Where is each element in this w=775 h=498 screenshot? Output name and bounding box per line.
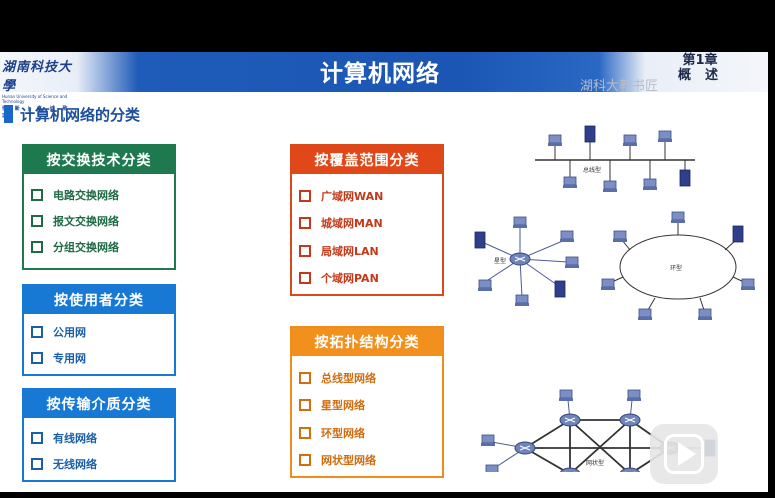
item-label: 局域网LAN bbox=[321, 245, 379, 258]
chapter-name: 概述 bbox=[677, 68, 732, 83]
box-users: 按使用者分类 公用网 专用网 bbox=[22, 284, 176, 376]
list-item: 城域网MAN bbox=[299, 215, 383, 231]
ring-topology: 环型 bbox=[600, 211, 756, 321]
checkbox-icon bbox=[299, 245, 311, 257]
box-switching: 按交换技术分类 电路交换网络 报文交换网络 分组交换网络 bbox=[22, 144, 176, 270]
box-medium-title: 按传输介质分类 bbox=[24, 390, 174, 418]
slide-header: 湖南科技大學 Hunan University of Science and T… bbox=[0, 52, 768, 119]
box-medium: 按传输介质分类 有线网络 无线网络 bbox=[22, 388, 176, 482]
item-label: 网状型网络 bbox=[321, 454, 376, 467]
list-item: 分组交换网络 bbox=[31, 239, 119, 255]
list-item: 环型网络 bbox=[299, 425, 365, 441]
play-frame-icon bbox=[664, 434, 704, 474]
item-label: 环型网络 bbox=[321, 427, 365, 440]
play-icon bbox=[678, 442, 696, 466]
item-label: 城域网MAN bbox=[321, 217, 383, 230]
item-label: 分组交换网络 bbox=[53, 241, 119, 254]
list-item: 电路交换网络 bbox=[31, 187, 119, 203]
checkbox-icon bbox=[31, 458, 43, 470]
checkbox-icon bbox=[299, 272, 311, 284]
bus-topology: 总线型 bbox=[535, 125, 695, 193]
item-label: 专用网 bbox=[53, 352, 86, 365]
checkbox-icon bbox=[31, 241, 43, 253]
checkbox-icon bbox=[31, 432, 43, 444]
university-logo: 湖南科技大學 Hunan University of Science and T… bbox=[2, 56, 82, 119]
item-label: 总线型网络 bbox=[321, 372, 376, 385]
checkbox-icon bbox=[299, 372, 311, 384]
list-item: 报文交换网络 bbox=[31, 213, 119, 229]
box-topology-title: 按拓扑结构分类 bbox=[292, 328, 442, 356]
checkbox-icon bbox=[299, 454, 311, 466]
section-title: 计算机网络的分类 bbox=[20, 105, 141, 124]
item-label: 无线网络 bbox=[53, 458, 97, 471]
list-item: 星型网络 bbox=[299, 397, 365, 413]
topology-diagrams: 总线型 星型 环型 bbox=[474, 125, 756, 472]
list-item: 无线网络 bbox=[31, 456, 97, 472]
item-label: 有线网络 bbox=[53, 432, 97, 445]
mesh-label: 网状型 bbox=[586, 459, 604, 467]
list-item: 局域网LAN bbox=[299, 243, 379, 259]
list-item: 有线网络 bbox=[31, 430, 97, 446]
checkbox-icon bbox=[31, 215, 43, 227]
ring-label: 环型 bbox=[670, 264, 682, 272]
item-label: 电路交换网络 bbox=[53, 189, 119, 202]
chapter-number: 第1章 bbox=[682, 53, 718, 68]
checkbox-icon bbox=[299, 190, 311, 202]
list-item: 专用网 bbox=[31, 350, 86, 366]
checkbox-icon bbox=[31, 326, 43, 338]
box-users-title: 按使用者分类 bbox=[24, 286, 174, 314]
watermark: 湖科大教书匠 bbox=[580, 79, 659, 94]
item-label: 广域网WAN bbox=[321, 190, 384, 203]
star-topology: 星型 bbox=[474, 216, 580, 307]
chapter-label: 第1章 概述 bbox=[668, 53, 732, 83]
list-item: 公用网 bbox=[31, 324, 86, 340]
logo-subtitle: Hunan University of Science and Technolo… bbox=[2, 94, 68, 104]
list-item: 总线型网络 bbox=[299, 370, 376, 386]
checkbox-icon bbox=[31, 352, 43, 364]
slide: 湖南科技大學 Hunan University of Science and T… bbox=[0, 52, 768, 492]
logo-name: 湖南科技大學 bbox=[2, 60, 73, 94]
box-switching-title: 按交换技术分类 bbox=[24, 146, 174, 174]
bus-label: 总线型 bbox=[583, 166, 601, 174]
list-item: 广域网WAN bbox=[299, 188, 383, 204]
item-label: 公用网 bbox=[53, 326, 86, 339]
star-label: 星型 bbox=[494, 257, 506, 265]
item-label: 星型网络 bbox=[321, 399, 365, 412]
checkbox-icon bbox=[299, 427, 311, 439]
box-coverage: 按覆盖范围分类 广域网WAN 城域网MAN 局域网LAN 个域网PAN bbox=[290, 144, 444, 296]
course-title: 计算机网络 bbox=[320, 61, 440, 87]
list-item: 网状型网络 bbox=[299, 452, 376, 468]
box-topology: 按拓扑结构分类 总线型网络 星型网络 环型网络 网状型网络 bbox=[290, 326, 444, 478]
checkbox-icon bbox=[299, 399, 311, 411]
box-coverage-title: 按覆盖范围分类 bbox=[292, 146, 442, 174]
item-label: 个域网PAN bbox=[321, 272, 379, 285]
section-marker bbox=[4, 105, 13, 123]
item-label: 报文交换网络 bbox=[53, 215, 119, 228]
section-heading: 计算机网络的分类 bbox=[4, 105, 141, 124]
list-item: 个域网PAN bbox=[299, 270, 379, 286]
play-button[interactable] bbox=[650, 424, 718, 484]
checkbox-icon bbox=[299, 217, 311, 229]
checkbox-icon bbox=[31, 189, 43, 201]
